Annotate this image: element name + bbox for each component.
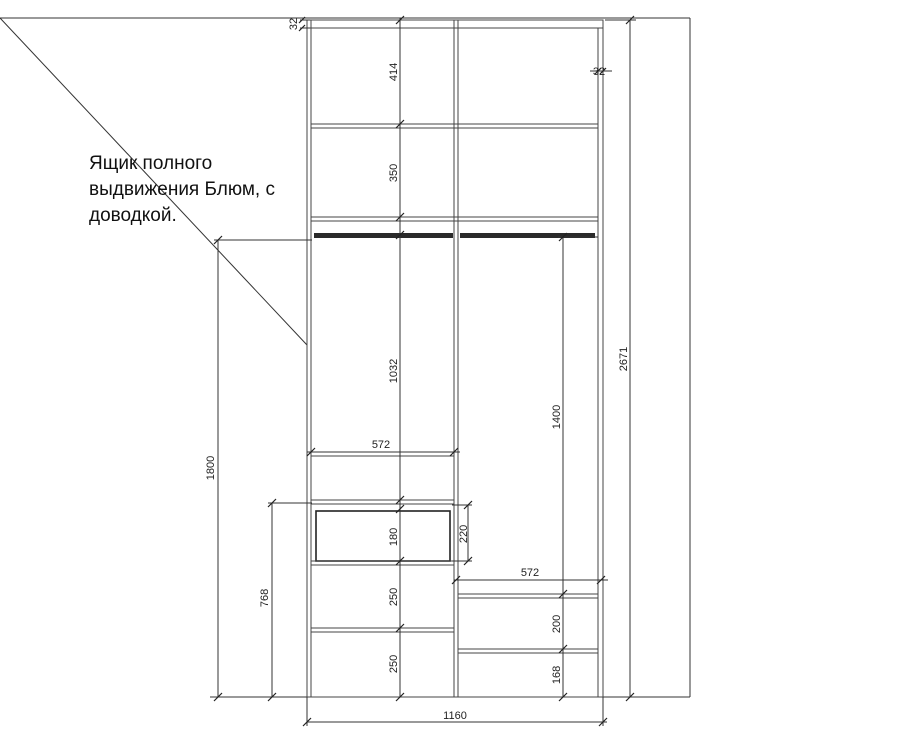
dim-250b-label: 250 xyxy=(388,655,400,673)
dim-572-left-label: 572 xyxy=(372,439,390,451)
dim-1032-label: 1032 xyxy=(388,359,400,383)
left-lower-section xyxy=(311,451,454,633)
dim-drawer-level: 768 xyxy=(259,498,312,702)
dim-right-column: 1400 200 168 xyxy=(551,232,598,702)
dim-180-label: 180 xyxy=(388,528,400,546)
dim-top-panel: 32 xyxy=(288,16,310,32)
dim-200-label: 200 xyxy=(551,615,563,633)
dim-2671-label: 2671 xyxy=(618,347,630,371)
dim-side-panel-label: 32 xyxy=(593,66,605,78)
dim-572-right-label: 572 xyxy=(521,567,539,579)
right-lower-section xyxy=(458,593,598,654)
drawer-note-line-3: доводкой. xyxy=(89,205,177,226)
dim-total-height: 2671 xyxy=(605,15,636,702)
dim-250a-label: 250 xyxy=(388,588,400,606)
dim-168-label: 168 xyxy=(551,666,563,684)
dim-left-column: 414 350 1032 180 250 250 xyxy=(388,15,405,702)
right-hanging-rod xyxy=(460,233,595,238)
dim-350-label: 350 xyxy=(388,164,400,182)
dim-rod-height: 1800 xyxy=(205,235,312,702)
left-hanging-rod xyxy=(314,233,453,238)
dim-1400-label: 1400 xyxy=(551,405,563,429)
cabinet-outline xyxy=(306,19,604,698)
upper-shelves xyxy=(311,123,598,222)
dim-top-panel-label: 32 xyxy=(288,18,300,30)
dim-1160-label: 1160 xyxy=(443,710,467,722)
dim-left-width: 572 xyxy=(306,439,460,457)
dim-1800-label: 1800 xyxy=(205,456,217,480)
wall-diagonal-line xyxy=(0,17,308,346)
drawer-box xyxy=(315,510,451,562)
dim-drawer-box: 220 xyxy=(452,500,473,566)
dim-side-panel: 32 xyxy=(590,66,612,78)
drawer-note-line-1: Ящик полного xyxy=(89,153,213,174)
dim-414-label: 414 xyxy=(388,63,400,81)
dim-768-label: 768 xyxy=(259,589,271,607)
drawer-note-line-2: выдвижения Блюм, с xyxy=(89,179,275,200)
dim-total-width: 1160 xyxy=(302,697,608,727)
drawer-note: Ящик полного выдвижения Блюм, с доводкой… xyxy=(89,151,319,229)
cabinet-carcass xyxy=(306,19,604,698)
dim-220-label: 220 xyxy=(458,525,470,543)
dim-right-width: 572 xyxy=(451,567,608,585)
